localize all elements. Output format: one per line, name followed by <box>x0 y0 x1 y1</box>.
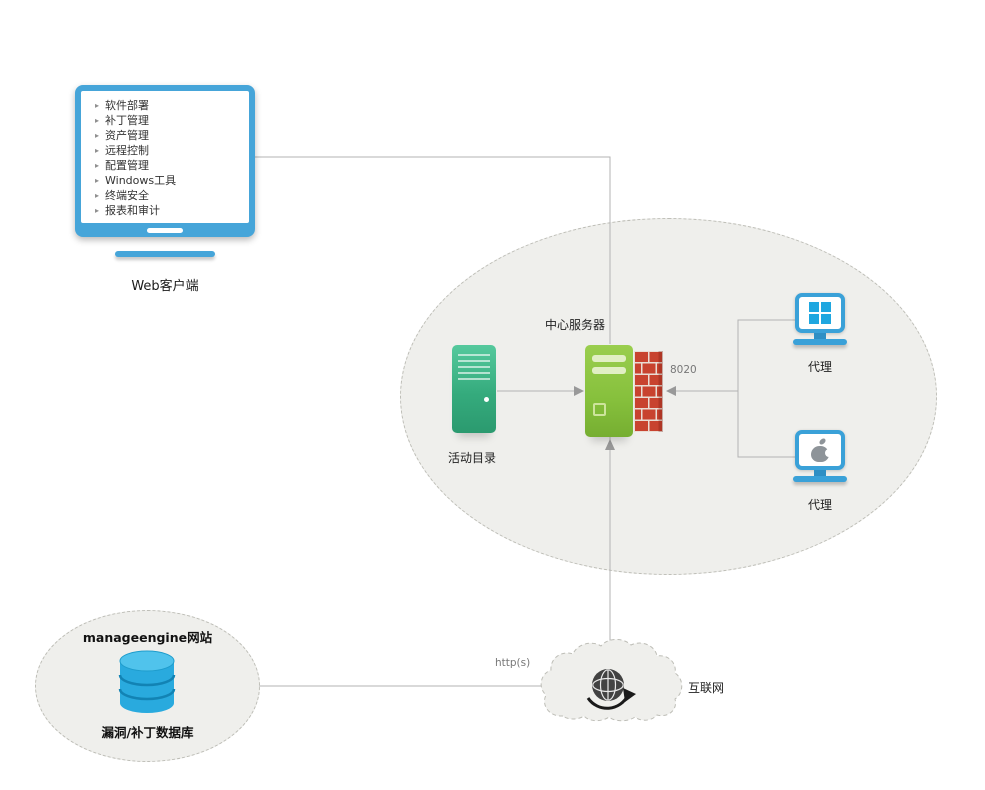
windows-logo-icon <box>809 302 831 324</box>
web-client-label: Web客户端 <box>131 279 199 294</box>
menu-item-label: 软件部署 <box>105 99 150 112</box>
menu-item-label: 远程控制 <box>105 144 150 157</box>
bullet-arrow-icon: ▸ <box>95 116 100 125</box>
menu-item-label: 补丁管理 <box>105 114 150 127</box>
bullet-arrow-icon: ▸ <box>95 101 100 110</box>
database-label: 漏洞/补丁数据库 <box>101 725 194 740</box>
windows-agent-monitor-icon <box>791 293 849 345</box>
internet-label: 互联网 <box>688 681 725 695</box>
server-led-icon <box>484 397 489 402</box>
active-directory-label: 活动目录 <box>448 451 497 465</box>
internet-cloud-icon <box>540 639 683 722</box>
menu-item: ▸ 终端安全 <box>95 188 249 203</box>
menu-item: ▸ 补丁管理 <box>95 113 249 128</box>
bullet-arrow-icon: ▸ <box>95 176 100 185</box>
menu-item: ▸ Windows工具 <box>95 173 249 188</box>
menu-item-label: 资产管理 <box>105 129 150 142</box>
menu-item-label: Windows工具 <box>105 174 177 187</box>
monitor-stand <box>814 333 826 339</box>
web-client-window: ▸ 软件部署 ▸ 补丁管理 ▸ 资产管理 ▸ 远程控制 ▸ 配置管理 ▸ Windows工具… <box>75 85 255 237</box>
bullet-arrow-icon: ▸ <box>95 131 100 140</box>
database-icon <box>118 650 176 713</box>
web-client-screen: ▸ 软件部署 ▸ 补丁管理 ▸ 资产管理 ▸ 远程控制 ▸ 配置管理 ▸ Windows工具… <box>81 91 249 223</box>
menu-item-label: 终端安全 <box>105 189 150 202</box>
agent-mac-label: 代理 <box>807 498 832 512</box>
menu-item-label: 配置管理 <box>105 159 150 172</box>
web-client-stand <box>115 251 215 257</box>
server-vents <box>458 354 490 384</box>
server-slot <box>592 355 626 362</box>
monitor-base <box>793 339 847 345</box>
server-panel <box>593 403 606 416</box>
feature-menu-list: ▸ 软件部署 ▸ 补丁管理 ▸ 资产管理 ▸ 远程控制 ▸ 配置管理 ▸ Windows工具… <box>81 91 249 218</box>
vendor-site-title: manageengine网站 <box>82 630 213 645</box>
menu-item-label: 报表和审计 <box>105 204 161 217</box>
menu-item: ▸ 远程控制 <box>95 143 249 158</box>
protocol-label: http(s) <box>495 657 531 669</box>
bullet-arrow-icon: ▸ <box>95 161 100 170</box>
bullet-arrow-icon: ▸ <box>95 206 100 215</box>
monitor-screen <box>795 293 845 333</box>
monitor-base <box>793 476 847 482</box>
globe-icon <box>586 669 636 710</box>
central-server-label: 中心服务器 <box>545 318 606 332</box>
monitor-screen <box>795 430 845 470</box>
firewall-icon <box>634 351 663 432</box>
bullet-arrow-icon: ▸ <box>95 146 100 155</box>
apple-agent-monitor-icon <box>791 430 849 482</box>
browser-bottom-pill <box>147 228 183 233</box>
active-directory-server-icon <box>452 345 496 433</box>
agent-windows-label: 代理 <box>807 360 832 374</box>
menu-item: ▸ 配置管理 <box>95 158 249 173</box>
server-slot <box>592 367 626 374</box>
bullet-arrow-icon: ▸ <box>95 191 100 200</box>
monitor-stand <box>814 470 826 476</box>
menu-item: ▸ 资产管理 <box>95 128 249 143</box>
firewall-port-label: 8020 <box>670 364 697 376</box>
central-server-icon <box>585 345 633 437</box>
menu-item: ▸ 软件部署 <box>95 98 249 113</box>
menu-item: ▸ 报表和审计 <box>95 203 249 218</box>
apple-logo-icon <box>810 437 833 462</box>
